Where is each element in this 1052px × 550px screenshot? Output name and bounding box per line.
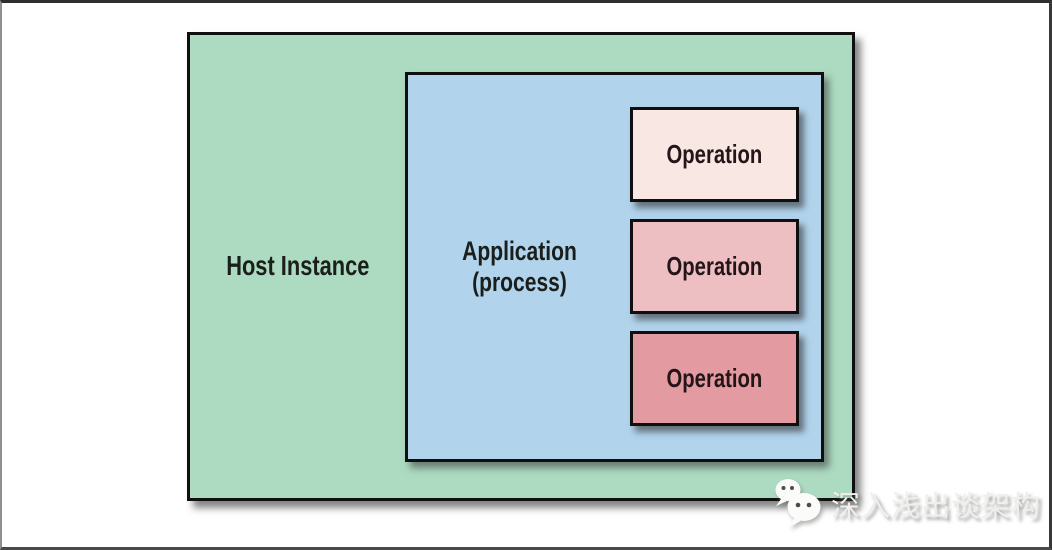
operation-label: Operation — [666, 138, 763, 169]
operation-label: Operation — [666, 362, 763, 393]
host-instance-box: Host Instance Application (process) Oper… — [187, 32, 855, 501]
operations-stack: Operation Operation Operation — [630, 107, 799, 426]
operation-label: Operation — [666, 250, 763, 281]
application-label: Application (process) — [461, 235, 577, 297]
wechat-icon — [775, 479, 821, 527]
application-label-zone: Application (process) — [408, 75, 630, 459]
operation-box: Operation — [630, 219, 799, 314]
application-box: Application (process) Operation Operatio… — [405, 72, 824, 462]
host-instance-label-zone: Host Instance — [190, 35, 405, 498]
host-instance-label: Host Instance — [225, 250, 370, 282]
watermark-text: 深入浅出谈架构 — [830, 491, 1041, 523]
operation-box: Operation — [630, 107, 799, 202]
operation-box: Operation — [630, 331, 799, 426]
watermark: 深入浅出谈架构 — [772, 476, 1041, 532]
